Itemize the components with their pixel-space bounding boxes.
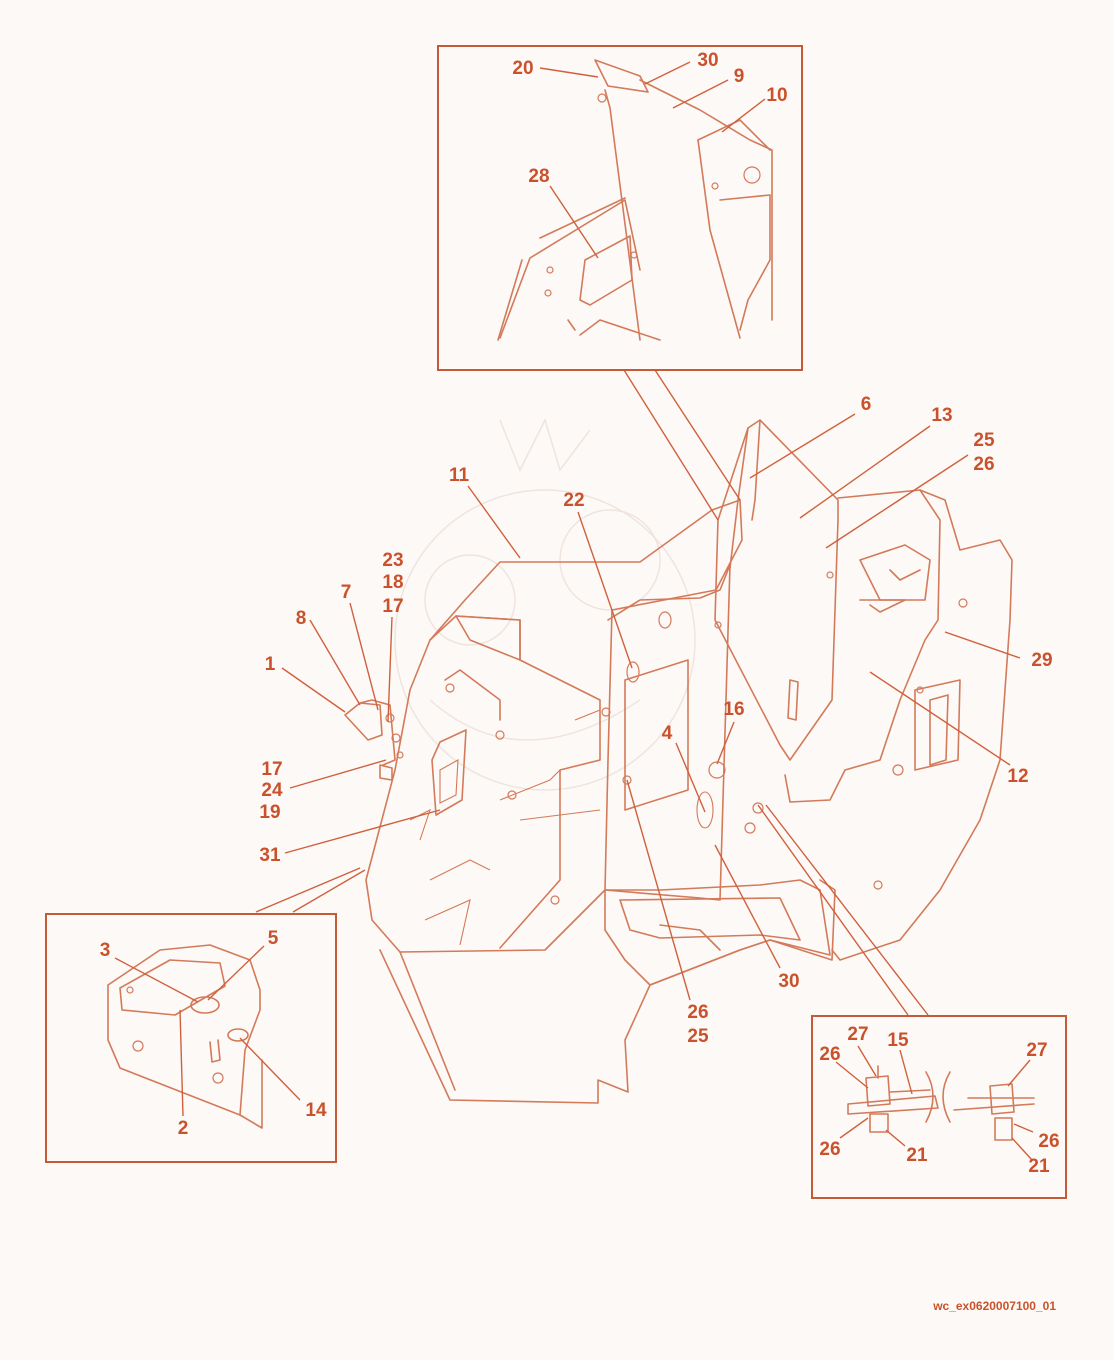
front-frame-outline	[365, 499, 743, 953]
callout-21-right: 21	[1028, 1156, 1050, 1177]
callout-26-far-right: 26	[1038, 1131, 1059, 1152]
callout-23: 23	[382, 550, 403, 571]
callout-18: 18	[382, 572, 403, 593]
callout-19: 19	[259, 802, 280, 823]
callout-31: 31	[259, 845, 281, 866]
callout-16: 16	[723, 699, 744, 720]
left-detail-inset	[45, 913, 337, 1163]
top-inset-callouts: 20 30 9 10 28	[512, 50, 787, 187]
callout-6: 6	[861, 394, 872, 415]
left-latch	[344, 702, 383, 741]
callout-26-right-upper: 26	[819, 1044, 840, 1065]
callout-21: 21	[906, 1145, 928, 1166]
callout-1: 1	[265, 654, 276, 675]
callout-5: 5	[268, 928, 279, 949]
callout-4: 4	[662, 723, 673, 744]
figure-reference-code: wc_ex0620007100_01	[933, 1299, 1056, 1313]
right-detail-inset	[811, 1015, 1067, 1199]
callout-30: 30	[778, 971, 799, 992]
main-callouts: 1 8 7 23 18 17 17 24 19 31 11 22 6 13 25…	[259, 394, 1052, 1047]
lower-skirt	[379, 879, 836, 1104]
side-handle-slot	[431, 729, 467, 816]
callout-26-right-lower: 26	[819, 1139, 840, 1160]
main-leader-lines	[255, 369, 1021, 1016]
callout-9: 9	[734, 66, 745, 87]
lower-tunnel	[604, 879, 831, 986]
callout-14: 14	[305, 1100, 327, 1121]
left-inset-callouts: 3 5 14 2	[100, 928, 327, 1139]
top-detail-inset	[437, 45, 803, 371]
callout-3: 3	[100, 940, 111, 961]
callout-7: 7	[341, 582, 352, 603]
callout-11: 11	[449, 465, 470, 486]
callout-29: 29	[1031, 650, 1052, 671]
callout-27: 27	[847, 1024, 868, 1045]
callout-30-top: 30	[697, 50, 718, 71]
callout-25: 25	[973, 430, 995, 451]
left-side-plate	[429, 615, 601, 949]
callout-17: 17	[382, 596, 403, 617]
background-watermark	[394, 417, 696, 791]
callout-12: 12	[1007, 766, 1028, 787]
callout-20: 20	[512, 58, 533, 79]
callout-17-lower: 17	[261, 759, 282, 780]
callout-2: 2	[178, 1118, 189, 1139]
callout-27-right: 27	[1026, 1040, 1047, 1061]
main-frame-assembly	[344, 419, 1013, 1104]
callout-28: 28	[528, 166, 549, 187]
callout-25-lower: 25	[687, 1026, 709, 1047]
right-inset-callouts: 27 15 26 26 21 27 26 21	[819, 1024, 1059, 1177]
vertical-hinged-panel	[714, 419, 839, 761]
callout-13: 13	[931, 405, 952, 426]
callout-22: 22	[563, 490, 584, 511]
callout-24: 24	[261, 780, 283, 801]
callout-8: 8	[296, 608, 307, 629]
callout-26: 26	[973, 454, 994, 475]
right-hood-panel	[831, 489, 1013, 961]
callout-15: 15	[887, 1030, 909, 1051]
callout-26-lower: 26	[687, 1002, 708, 1023]
callout-10: 10	[766, 85, 787, 106]
